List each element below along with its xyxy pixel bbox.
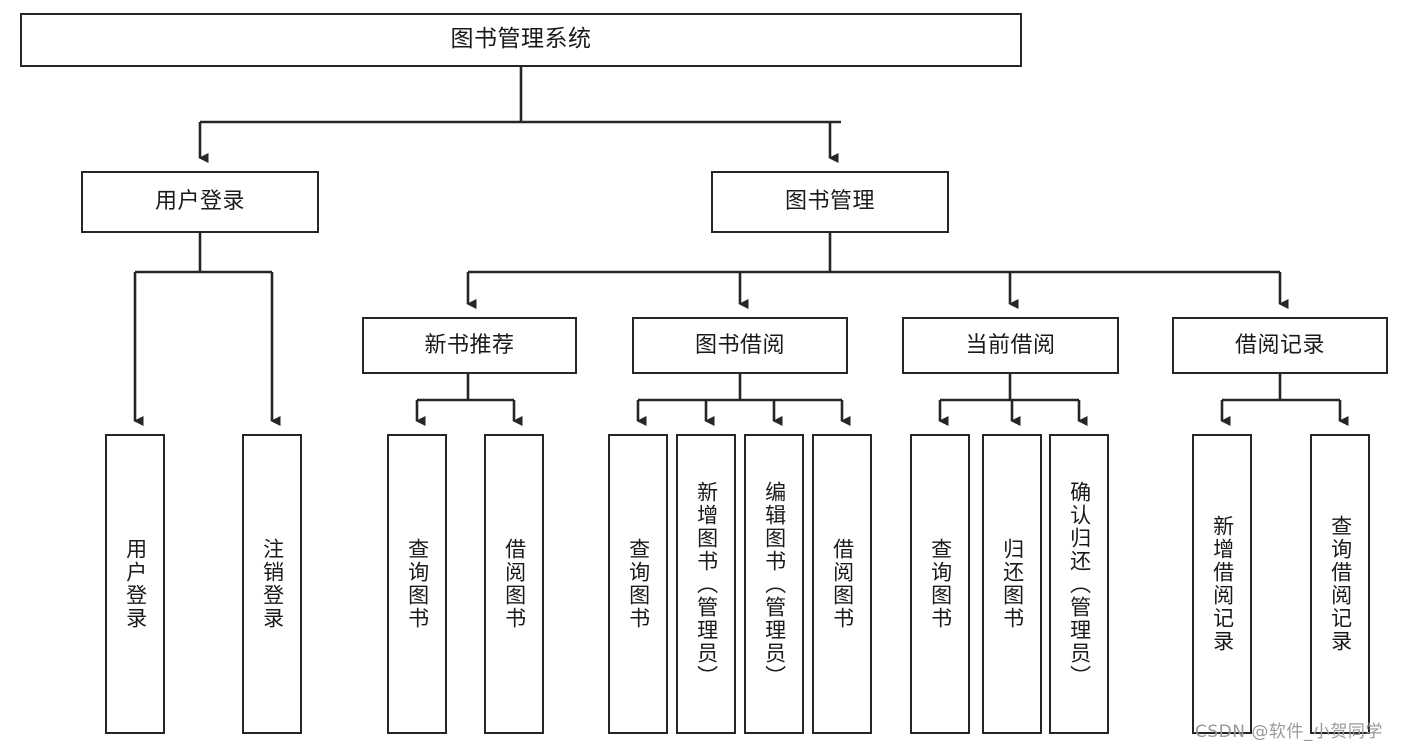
node-leaf-add-borrow-record[interactable]: 新增借阅记录 bbox=[1192, 434, 1252, 734]
watermark-text: CSDN @软件_小贺同学 bbox=[1195, 722, 1383, 742]
node-root[interactable]: 图书管理系统 bbox=[20, 13, 1022, 67]
node-new-book-recommend[interactable]: 新书推荐 bbox=[362, 317, 577, 374]
node-leaf-confirm-return-admin[interactable]: 确认归还（管理员） bbox=[1049, 434, 1109, 734]
node-leaf-query-book-1-label: 查询图书 bbox=[405, 538, 430, 630]
node-leaf-query-borrow-record-label: 查询借阅记录 bbox=[1328, 515, 1353, 653]
node-leaf-return-book[interactable]: 归还图书 bbox=[982, 434, 1042, 734]
node-leaf-edit-book-admin[interactable]: 编辑图书（管理员） bbox=[744, 434, 804, 734]
node-leaf-query-book-3[interactable]: 查询图书 bbox=[910, 434, 970, 734]
node-user-login-label: 用户登录 bbox=[154, 189, 245, 215]
node-leaf-user-login[interactable]: 用户登录 bbox=[105, 434, 165, 734]
node-book-manage-label: 图书管理 bbox=[784, 189, 875, 215]
node-leaf-borrow-book-2-label: 借阅图书 bbox=[830, 538, 855, 630]
node-book-borrow[interactable]: 图书借阅 bbox=[632, 317, 848, 374]
node-leaf-query-book-2-label: 查询图书 bbox=[626, 538, 651, 630]
node-leaf-borrow-book-1-label: 借阅图书 bbox=[502, 538, 527, 630]
node-leaf-user-login-label: 用户登录 bbox=[123, 538, 148, 630]
node-current-borrow-label: 当前借阅 bbox=[965, 332, 1056, 358]
node-root-label: 图书管理系统 bbox=[450, 26, 592, 53]
node-leaf-borrow-book-1[interactable]: 借阅图书 bbox=[484, 434, 544, 734]
node-leaf-query-book-2[interactable]: 查询图书 bbox=[608, 434, 668, 734]
node-book-borrow-label: 图书借阅 bbox=[694, 332, 785, 358]
node-leaf-add-book-admin[interactable]: 新增图书（管理员） bbox=[676, 434, 736, 734]
node-leaf-user-logout[interactable]: 注销登录 bbox=[242, 434, 302, 734]
node-borrow-record[interactable]: 借阅记录 bbox=[1172, 317, 1388, 374]
node-leaf-borrow-book-2[interactable]: 借阅图书 bbox=[812, 434, 872, 734]
node-leaf-return-book-label: 归还图书 bbox=[1000, 538, 1025, 630]
node-borrow-record-label: 借阅记录 bbox=[1234, 332, 1325, 358]
node-current-borrow[interactable]: 当前借阅 bbox=[902, 317, 1119, 374]
node-leaf-confirm-return-admin-label: 确认归还（管理员） bbox=[1067, 480, 1092, 688]
node-leaf-query-borrow-record[interactable]: 查询借阅记录 bbox=[1310, 434, 1370, 734]
node-book-manage[interactable]: 图书管理 bbox=[711, 171, 949, 233]
node-leaf-add-borrow-record-label: 新增借阅记录 bbox=[1210, 515, 1235, 653]
node-new-book-recommend-label: 新书推荐 bbox=[424, 332, 515, 358]
node-leaf-user-logout-label: 注销登录 bbox=[260, 538, 285, 630]
node-leaf-query-book-1[interactable]: 查询图书 bbox=[387, 434, 447, 734]
node-leaf-edit-book-admin-label: 编辑图书（管理员） bbox=[762, 480, 787, 688]
node-leaf-query-book-3-label: 查询图书 bbox=[928, 538, 953, 630]
node-user-login[interactable]: 用户登录 bbox=[81, 171, 319, 233]
node-leaf-add-book-admin-label: 新增图书（管理员） bbox=[694, 480, 719, 688]
